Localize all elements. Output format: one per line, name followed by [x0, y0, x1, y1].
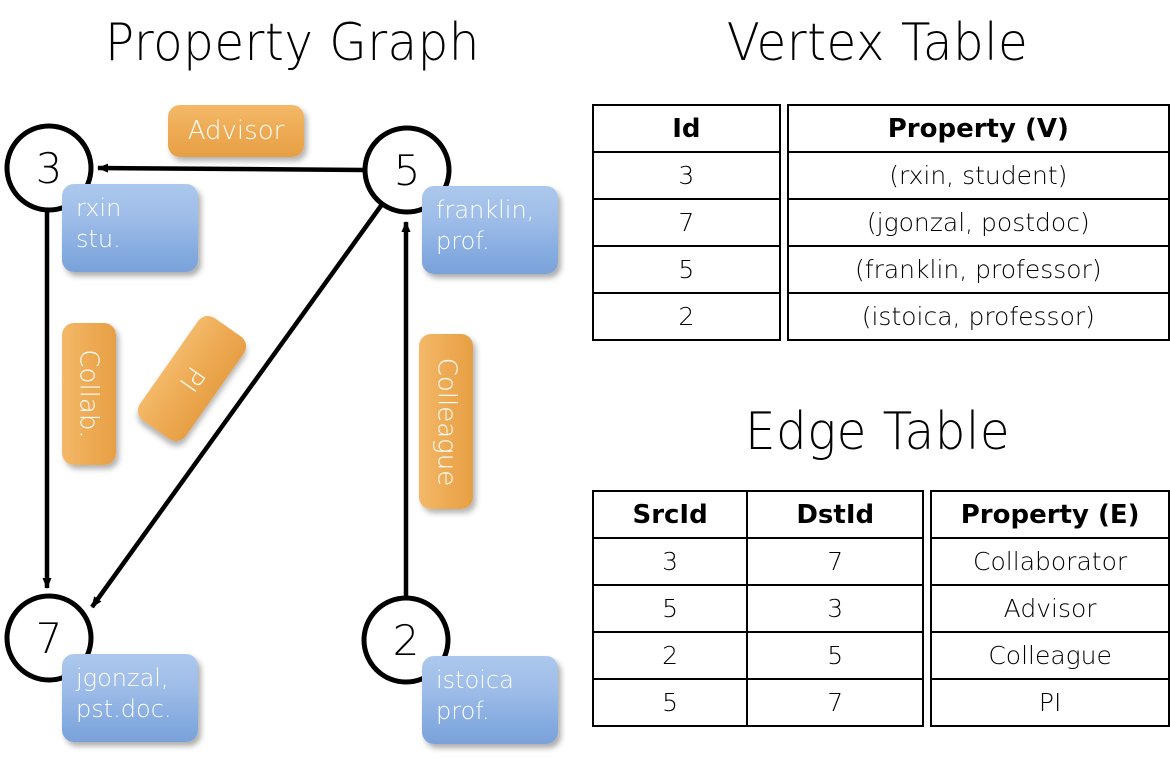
cell-property: (rxin, student)	[786, 151, 1170, 200]
vertex-table: Id 3 7 5 2 Property (V) (rxin, student) …	[592, 104, 1170, 341]
page-title-edge-table: Edge Table	[744, 402, 1011, 462]
graph-node-3-label: 3	[36, 144, 63, 193]
edge-label-text: Advisor	[187, 116, 285, 146]
cell-dstid: 3	[746, 584, 925, 633]
graph-node-7-label: 7	[36, 614, 63, 663]
node-property-line: prof.	[436, 696, 490, 725]
cell-id: 3	[592, 151, 781, 200]
cell-property: (franklin, professor)	[786, 245, 1170, 294]
cell-id: 5	[592, 245, 781, 294]
cell-id: 2	[592, 292, 781, 341]
column-header-srcid: SrcId	[591, 490, 749, 539]
node-property-box-2: istoica prof.	[422, 656, 558, 744]
table-row: 5	[591, 584, 749, 633]
table-row: (franklin, professor)	[786, 245, 1170, 294]
cell-property: Colleague	[930, 631, 1170, 680]
table-row: 3	[591, 537, 749, 586]
cell-srcid: 5	[591, 584, 749, 633]
edge-label-text: Collab.	[74, 349, 104, 439]
graph-node-2-label: 2	[393, 616, 420, 665]
table-row: (jgonzal, postdoc)	[786, 198, 1170, 247]
column-header-id: Id	[592, 104, 781, 153]
table-row: Colleague	[930, 631, 1170, 680]
cell-property: (jgonzal, postdoc)	[786, 198, 1170, 247]
edge-line-5-to-7	[90, 201, 385, 609]
column-header-dstid: DstId	[746, 490, 925, 539]
node-property-line: istoica	[436, 666, 514, 694]
node-property-line: stu.	[76, 224, 121, 253]
table-row: PI	[930, 678, 1170, 727]
node-property-box-3: rxin stu.	[62, 184, 198, 272]
column-header-property-v: Property (V)	[786, 104, 1170, 153]
table-row: 7	[746, 537, 925, 586]
table-row: 7	[592, 198, 781, 247]
column-header-property-e: Property (E)	[930, 490, 1170, 539]
table-row: 3	[746, 584, 925, 633]
node-property-box-7: jgonzal, pst.doc.	[62, 654, 198, 742]
table-column-gap	[780, 104, 787, 341]
edge-label-colleague: Colleague	[419, 334, 473, 509]
edge-label-text: PI	[173, 360, 211, 397]
cell-property: Advisor	[930, 584, 1170, 633]
vertex-table-property-column: Property (V) (rxin, student) (jgonzal, p…	[786, 104, 1170, 341]
table-row: (istoica, professor)	[786, 292, 1170, 341]
cell-dstid: 7	[746, 678, 925, 727]
edge-line-5-to-3	[97, 163, 366, 173]
cell-property: (istoica, professor)	[786, 292, 1170, 341]
cell-srcid: 5	[591, 678, 749, 727]
node-property-box-5: franklin, prof.	[422, 186, 558, 274]
table-row: 7	[746, 678, 925, 727]
edge-table: SrcId 3 5 2 5 DstId 7 3 5 7 Property (E	[591, 490, 1170, 727]
node-property-line: rxin	[76, 194, 122, 222]
node-property-line: prof.	[436, 226, 490, 255]
cell-srcid: 2	[591, 631, 749, 680]
cell-srcid: 3	[591, 537, 749, 586]
edge-label-collaborator: Collab.	[62, 323, 116, 465]
cell-dstid: 7	[746, 537, 925, 586]
page-title-vertex-table: Vertex Table	[726, 13, 1029, 73]
table-row: 2	[592, 292, 781, 341]
edge-table-srcid-column: SrcId 3 5 2 5	[591, 490, 749, 727]
table-row: 3	[592, 151, 781, 200]
cell-property: PI	[930, 678, 1170, 727]
cell-id: 7	[592, 198, 781, 247]
node-property-line: pst.doc.	[76, 694, 172, 723]
cell-property: Collaborator	[930, 537, 1170, 586]
table-row: 5	[591, 678, 749, 727]
vertex-table-id-column: Id 3 7 5 2	[592, 104, 781, 341]
graph-node-5-label: 5	[394, 146, 421, 195]
edge-label-text: Colleague	[431, 357, 462, 486]
table-row: 5	[592, 245, 781, 294]
table-row: Collaborator	[930, 537, 1170, 586]
edge-table-dstid-column: DstId 7 3 5 7	[746, 490, 925, 727]
page-title-property-graph: Property Graph	[105, 13, 480, 73]
edge-label-advisor: Advisor	[168, 105, 304, 157]
property-graph-diagram: 3 5 7 2	[4, 123, 452, 685]
table-row: (rxin, student)	[786, 151, 1170, 200]
node-property-line: jgonzal,	[76, 664, 169, 692]
cell-dstid: 5	[746, 631, 925, 680]
node-property-line: franklin,	[436, 196, 535, 224]
table-row: Advisor	[930, 584, 1170, 633]
table-row: 2	[591, 631, 749, 680]
table-column-gap	[924, 490, 931, 727]
table-row: 5	[746, 631, 925, 680]
edge-table-property-column: Property (E) Collaborator Advisor Collea…	[930, 490, 1170, 727]
